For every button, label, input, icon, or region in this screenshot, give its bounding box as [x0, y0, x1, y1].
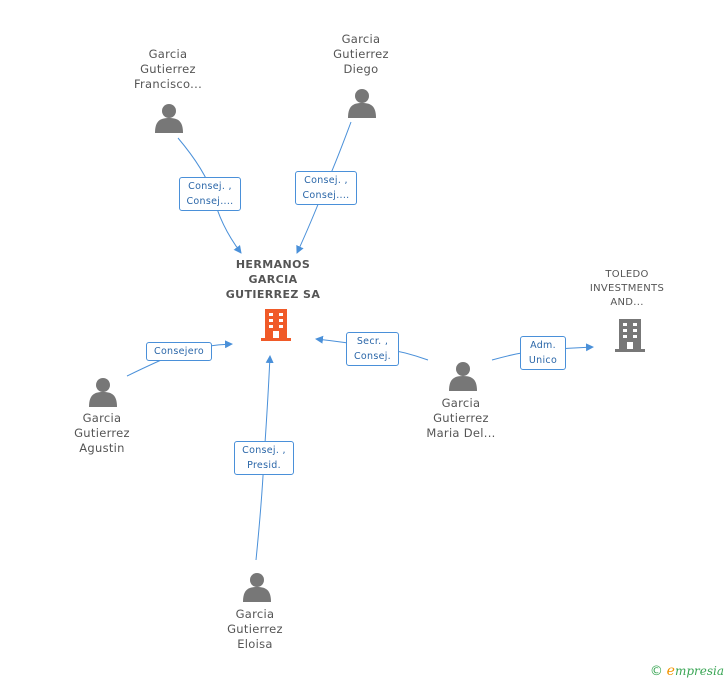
person-icon-francisco[interactable]: [155, 104, 183, 133]
node-label-line: GARCIA: [248, 273, 298, 286]
edge-label-diego[interactable]: Consej. , Consej....: [295, 171, 357, 205]
edge-label-francisco[interactable]: Consej. , Consej....: [179, 177, 241, 211]
node-label-line: Garcia: [235, 607, 275, 621]
edge-label-toledo[interactable]: Adm. Unico: [520, 336, 566, 370]
edge-label-line: Consejero: [154, 346, 204, 357]
node-label-agustin[interactable]: Garcia Gutierrez Agustin: [52, 411, 152, 456]
node-label-maria[interactable]: Garcia Gutierrez Maria Del...: [411, 396, 511, 441]
node-label-line: Eloisa: [237, 637, 273, 651]
node-label-line: GUTIERREZ SA: [225, 288, 321, 301]
edge-label-line: Consej.: [353, 351, 392, 362]
person-icon-eloisa[interactable]: [243, 573, 271, 602]
node-label-line: Agustin: [79, 441, 125, 455]
node-label-line: INVESTMENTS: [589, 283, 665, 294]
node-label-line: HERMANOS: [235, 258, 311, 271]
edge-label-eloisa[interactable]: Consej. , Presid.: [234, 441, 294, 475]
node-label-line: Gutierrez: [74, 426, 130, 440]
node-label-company[interactable]: HERMANOS GARCIA GUTIERREZ SA: [213, 257, 333, 302]
edge-label-line: Presid.: [247, 460, 281, 471]
person-icon-maria[interactable]: [449, 362, 477, 391]
edge-label-line: Consej. ,: [242, 445, 286, 456]
copyright-symbol: ©: [649, 664, 663, 679]
node-label-line: Garcia: [148, 47, 188, 61]
edge-label-line: Unico: [528, 355, 558, 366]
node-label-line: Gutierrez: [433, 411, 489, 425]
node-label-line: TOLEDO: [605, 269, 649, 280]
node-label-line: Garcia: [341, 32, 381, 46]
edge-label-line: Secr. ,: [356, 336, 389, 347]
edge-label-line: Consej. ,: [304, 175, 348, 186]
node-label-line: Gutierrez: [333, 47, 389, 61]
edge-label-line: Consej....: [302, 190, 350, 201]
node-label-eloisa[interactable]: Garcia Gutierrez Eloisa: [205, 607, 305, 652]
person-icon-diego[interactable]: [348, 89, 376, 118]
node-label-toledo[interactable]: TOLEDO INVESTMENTS AND...: [577, 268, 677, 310]
empresia-footer[interactable]: © empresia: [650, 663, 724, 679]
node-label-line: Garcia: [441, 396, 481, 410]
edge-label-agustin[interactable]: Consejero: [146, 342, 212, 361]
node-label-line: AND...: [610, 297, 644, 308]
edge-label-line: Consej....: [186, 196, 234, 207]
toledo-building-icon[interactable]: [615, 319, 645, 352]
empresia-logo-text: mpresia: [674, 664, 724, 678]
node-label-line: Gutierrez: [140, 62, 196, 76]
node-label-line: Diego: [343, 62, 379, 76]
node-label-francisco[interactable]: Garcia Gutierrez Francisco...: [118, 47, 218, 92]
node-label-line: Maria Del...: [426, 426, 496, 440]
node-label-line: Gutierrez: [227, 622, 283, 636]
node-label-diego[interactable]: Garcia Gutierrez Diego: [311, 32, 411, 77]
node-label-line: Garcia: [82, 411, 122, 425]
node-label-line: Francisco...: [133, 77, 203, 91]
person-icon-agustin[interactable]: [89, 378, 117, 407]
empresia-logo-initial: e: [666, 663, 675, 679]
edge-label-line: Consej. ,: [188, 181, 232, 192]
company-building-icon[interactable]: [261, 309, 291, 341]
edge-label-maria[interactable]: Secr. , Consej.: [346, 332, 399, 366]
edge-label-line: Adm.: [530, 340, 556, 351]
